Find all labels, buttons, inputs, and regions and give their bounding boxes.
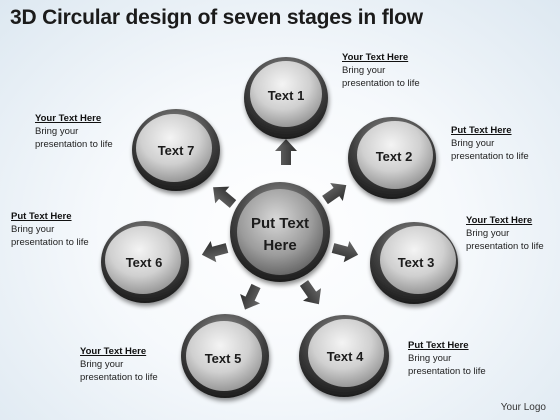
center-label-line1: Put Text <box>251 215 309 232</box>
center-node: Put Text Here <box>230 182 330 282</box>
callout-5-heading: Your Text Here <box>80 346 147 357</box>
node-6-label: Text 6 <box>126 255 163 270</box>
callout-6: Put Text Here Bring your presentation to… <box>11 210 89 249</box>
callout-3-line1: Bring your <box>466 228 510 239</box>
callout-3-heading: Your Text Here <box>466 215 533 226</box>
callout-7: Your Text Here Bring your presentation t… <box>35 112 113 151</box>
arrow-to-node-3 <box>331 240 359 263</box>
stage-node-3: Text 3 <box>370 222 458 304</box>
logo-text: Your Logo <box>500 402 546 413</box>
callout-1-heading: Your Text Here <box>342 52 409 63</box>
callout-2-line2: presentation to life <box>451 151 529 162</box>
callout-4-heading: Put Text Here <box>408 340 469 351</box>
arrow-to-node-7 <box>213 186 237 208</box>
stage-node-5: Text 5 <box>181 314 269 398</box>
callout-5: Your Text Here Bring your presentation t… <box>80 345 158 384</box>
stage-node-4: Text 4 <box>299 315 389 397</box>
callout-7-line2: presentation to life <box>35 139 113 150</box>
node-7-label: Text 7 <box>158 143 195 158</box>
stage-node-6: Text 6 <box>101 221 189 303</box>
callout-4-line2: presentation to life <box>408 366 486 377</box>
center-label-line2: Here <box>263 237 296 254</box>
callout-1: Your Text Here Bring your presentation t… <box>342 51 420 90</box>
callout-6-line2: presentation to life <box>11 237 89 248</box>
callout-6-line1: Bring your <box>11 224 55 235</box>
callout-2-heading: Put Text Here <box>451 125 512 136</box>
arrow-to-node-6 <box>201 240 229 263</box>
callout-5-line2: presentation to life <box>80 372 158 383</box>
callout-4-line1: Bring your <box>408 353 452 364</box>
callout-2-line1: Bring your <box>451 138 495 149</box>
callout-3-line2: presentation to life <box>466 241 544 252</box>
stage-node-7: Text 7 <box>132 109 220 191</box>
node-3-label: Text 3 <box>398 255 435 270</box>
node-5-label: Text 5 <box>205 351 242 366</box>
arrow-to-node-4 <box>299 280 322 305</box>
callout-7-line1: Bring your <box>35 126 79 137</box>
arrow-to-node-2 <box>322 182 347 205</box>
arrow-to-node-1 <box>275 139 297 165</box>
callout-6-heading: Put Text Here <box>11 211 72 222</box>
node-2-label: Text 2 <box>376 149 413 164</box>
stage-node-2: Text 2 <box>348 117 436 199</box>
arrow-to-node-5 <box>240 283 261 310</box>
callout-5-line1: Bring your <box>80 359 124 370</box>
page-title: 3D Circular design of seven stages in fl… <box>10 6 423 29</box>
callout-1-line1: Bring your <box>342 65 386 76</box>
arrows <box>201 139 359 310</box>
stage-node-1: Text 1 <box>244 57 328 139</box>
callout-7-heading: Your Text Here <box>35 113 102 124</box>
node-4-label: Text 4 <box>327 349 364 364</box>
callout-4: Put Text Here Bring your presentation to… <box>408 339 486 378</box>
callout-2: Put Text Here Bring your presentation to… <box>451 124 529 163</box>
callout-3: Your Text Here Bring your presentation t… <box>466 214 544 253</box>
callout-1-line2: presentation to life <box>342 78 420 89</box>
node-1-label: Text 1 <box>268 88 305 103</box>
